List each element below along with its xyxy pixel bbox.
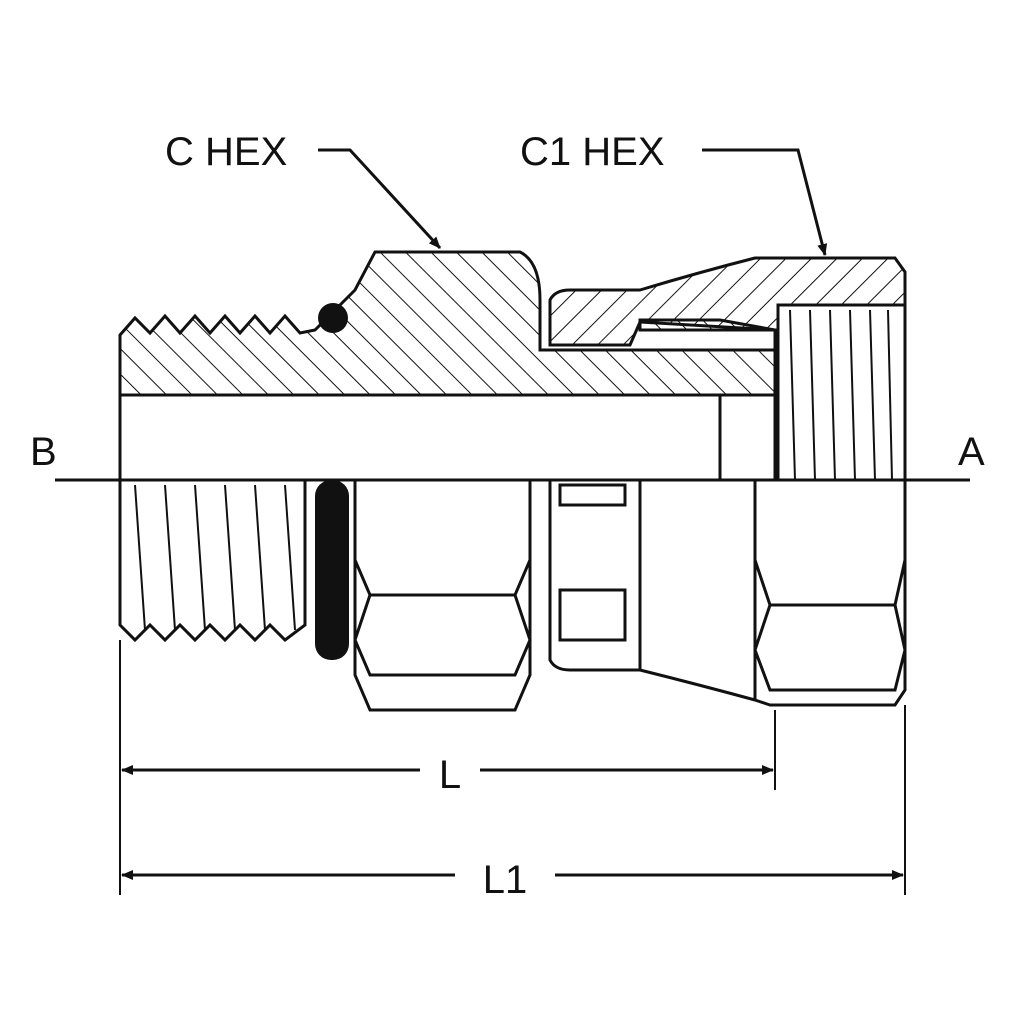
end-b-label: B	[30, 430, 57, 474]
dim-l-label: L	[439, 753, 461, 797]
adapter-exterior	[548, 480, 642, 672]
c1-nut-exterior	[638, 480, 907, 707]
c-hex-exterior	[353, 480, 532, 712]
end-a-label: A	[958, 430, 985, 474]
c1-hex-label: C1 HEX	[520, 130, 665, 174]
male-thread-exterior	[118, 480, 307, 643]
c-hex-label: C HEX	[165, 130, 287, 174]
nut-thread-area	[776, 303, 907, 482]
bore	[118, 393, 722, 482]
o-ring-section	[318, 303, 348, 333]
c1-hex-leader	[702, 148, 828, 256]
c-hex-leader	[318, 148, 442, 250]
internal-threads	[789, 309, 893, 481]
dim-l1-label: L1	[483, 858, 528, 902]
male-thread-lines	[134, 484, 296, 631]
o-ring	[315, 480, 349, 660]
